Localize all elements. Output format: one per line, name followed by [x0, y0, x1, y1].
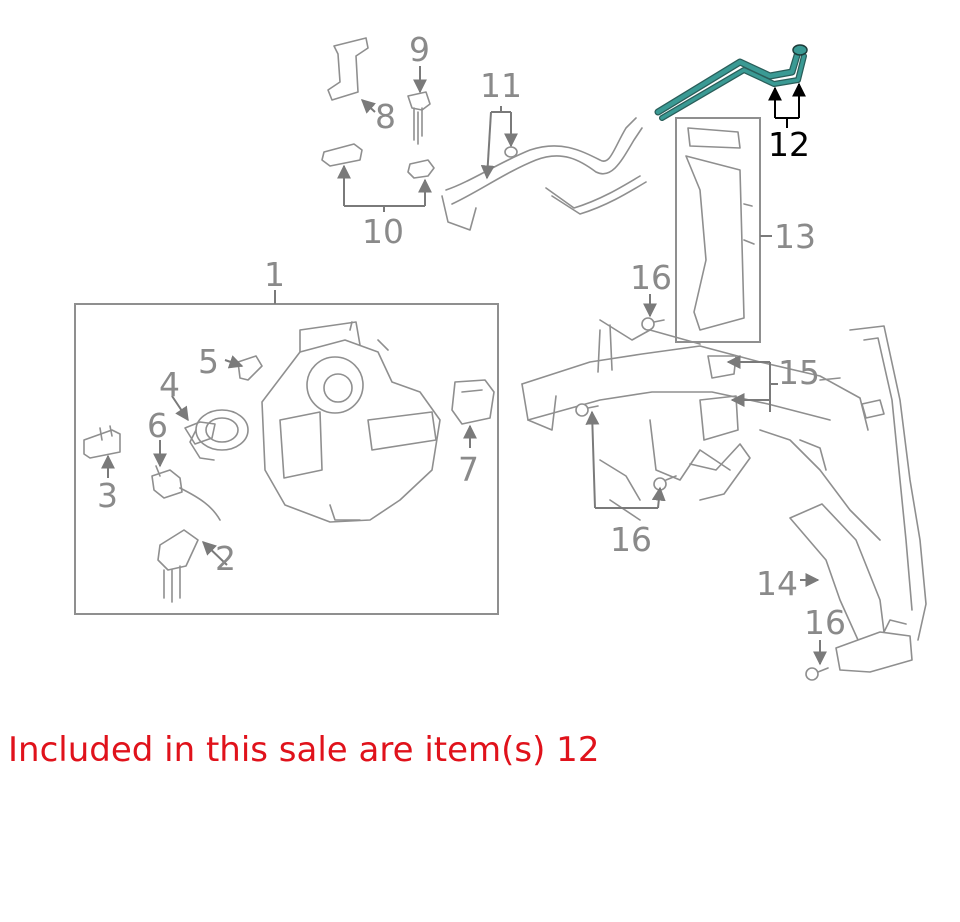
item-16-bolts	[575, 317, 829, 681]
callout-12: 12	[768, 125, 810, 164]
callout-4: 4	[159, 365, 180, 404]
item-12-pipe	[654, 44, 808, 121]
item-3-part	[83, 425, 121, 459]
callout-16-right: 16	[804, 603, 846, 642]
callout-16-lower: 16	[610, 520, 652, 559]
sale-caption: Included in this sale are item(s) 12	[8, 730, 600, 770]
item-8-part	[327, 37, 369, 101]
callout-11: 11	[480, 66, 522, 105]
callout-6: 6	[147, 406, 168, 445]
item-14-duct	[789, 503, 913, 673]
blower-assembly-frame	[74, 303, 499, 615]
callout-13: 13	[774, 217, 816, 256]
callout-3: 3	[97, 476, 118, 515]
item-11-hoses	[441, 117, 647, 231]
callout-16-upper: 16	[630, 258, 672, 297]
callout-2: 2	[215, 539, 236, 578]
callout-8: 8	[375, 97, 396, 136]
vehicle-body	[521, 319, 927, 641]
callout-7: 7	[458, 450, 479, 489]
item-9-part	[407, 91, 431, 145]
callout-1: 1	[264, 255, 285, 294]
callout-10: 10	[362, 212, 404, 251]
item-2-part	[157, 529, 199, 603]
blower-case	[261, 321, 441, 523]
blower-motor	[184, 409, 249, 461]
item-10-parts	[321, 143, 435, 179]
callout-15: 15	[778, 353, 820, 392]
callout-9: 9	[409, 30, 430, 69]
callout-14: 14	[756, 564, 798, 603]
item-5-part	[237, 355, 263, 381]
item-6-part	[151, 465, 221, 521]
item-13-frame	[675, 117, 761, 343]
item-13-duct	[685, 127, 755, 331]
leader-lines	[101, 66, 827, 666]
callout-5: 5	[198, 342, 219, 381]
item-7-part	[451, 379, 495, 425]
